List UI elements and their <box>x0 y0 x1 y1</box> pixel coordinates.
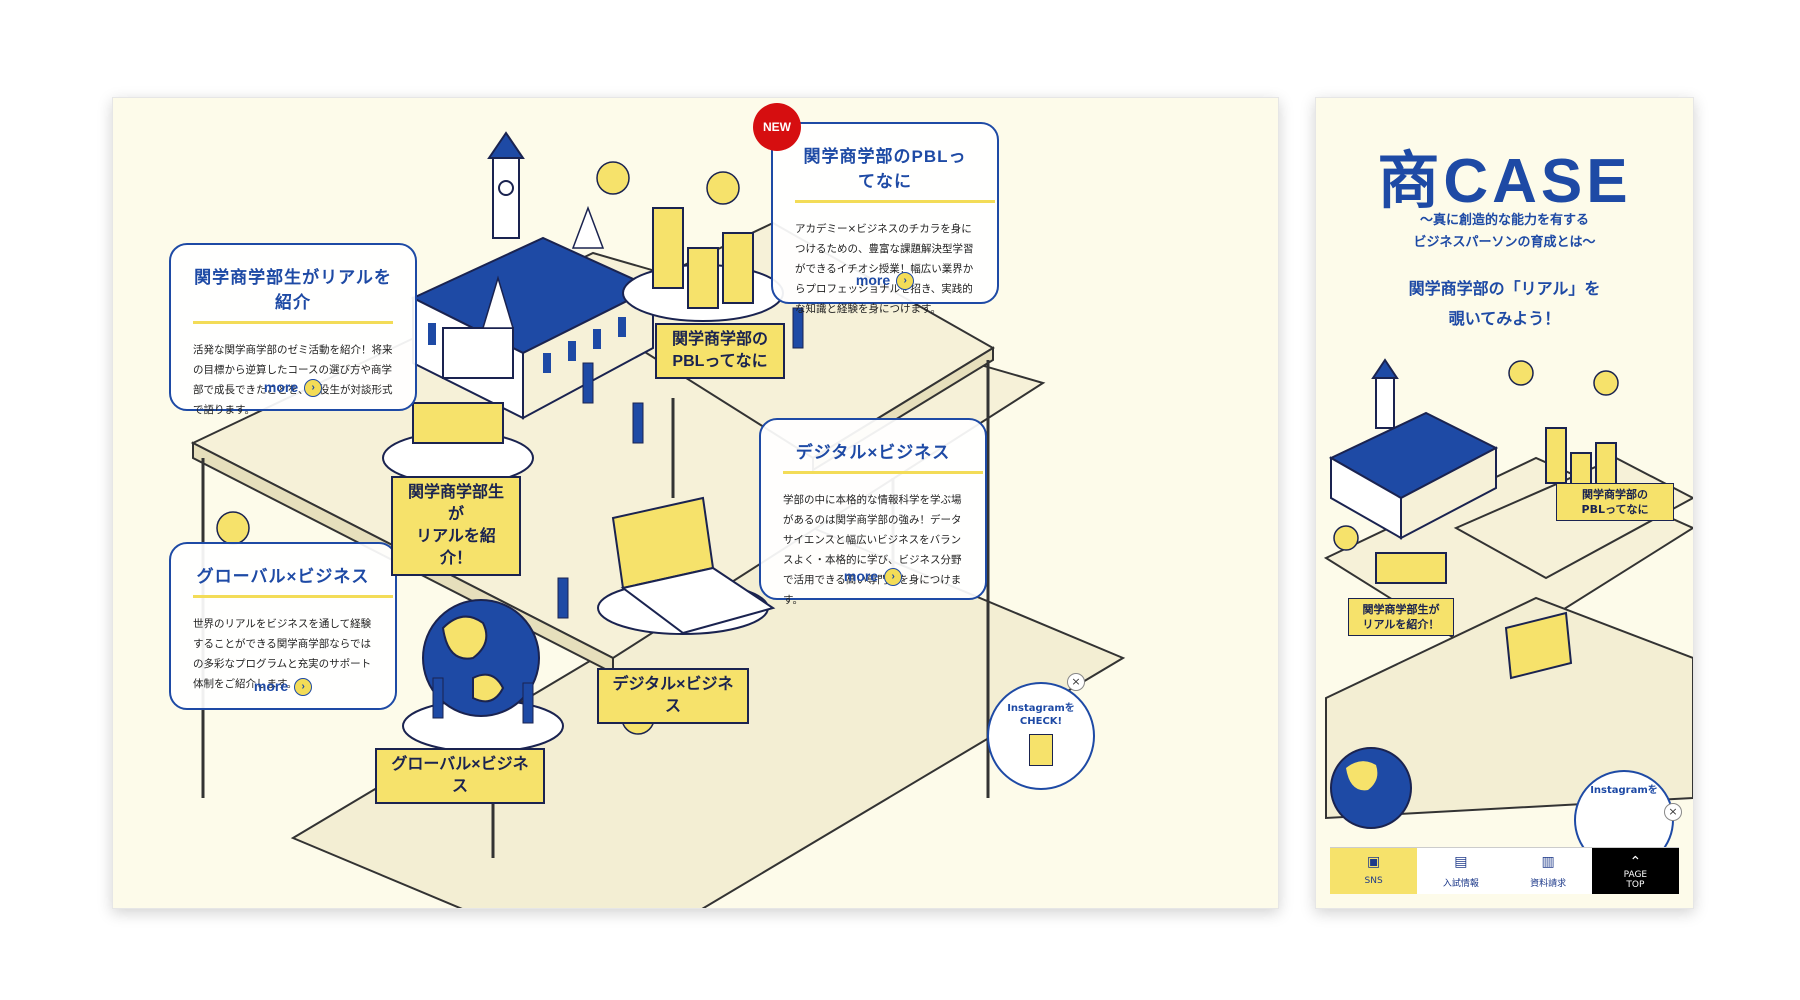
pbl-letters <box>622 207 784 322</box>
card-global-title: グローバル×ビジネス <box>196 567 370 586</box>
card-real[interactable]: 関学商学部生がリアルを紹介 活発な関学商学部のゼミ活動を紹介！将来の目標から逆算… <box>169 243 417 416</box>
card-pbl-more-link[interactable]: more › <box>773 272 997 290</box>
card-pbl-underline <box>795 200 995 203</box>
card-global-underline <box>193 595 393 598</box>
more-label: more <box>263 378 299 395</box>
tag-real[interactable]: 関学商学部生が リアルを紹介！ <box>391 476 521 576</box>
nav-page-top-label: PAGE TOP <box>1623 870 1648 890</box>
nav-exam-info-label: 入試情報 <box>1442 879 1479 889</box>
new-badge: NEW <box>753 103 801 151</box>
card-digital-body: 学部の中に本格的な情報科学を学ぶ場があるのは関学商学部の強み！データサイエンスと… <box>783 494 962 606</box>
tag-global[interactable]: グローバル×ビジネス <box>375 748 545 804</box>
nav-page-top[interactable]: ⌃ PAGE TOP <box>1591 848 1679 894</box>
tag-pbl[interactable]: 関学商学部の PBLってなに <box>655 323 785 379</box>
more-label: more <box>855 271 891 288</box>
arrow-right-icon: › <box>884 568 903 586</box>
seminar-table <box>382 327 534 485</box>
campus-illustration <box>190 131 1126 908</box>
site-subtitle: 〜真に創造的な能力を有する ビジネスパーソンの育成とは〜 <box>1413 213 1596 250</box>
nav-document-request[interactable]: ▥ 資料請求 <box>1505 848 1592 894</box>
bottom-nav: ▣ SNS ▤ 入試情報 ▥ 資料請求 ⌃ PAGE TOP <box>1330 847 1679 894</box>
card-digital-title: デジタル×ビジネス <box>795 443 951 462</box>
mobile-tag-pbl[interactable]: 関学商学部の PBLってなに <box>1556 483 1674 521</box>
card-real-body: 活発な関学商学部のゼミ活動を紹介！将来の目標から逆算したコースの選び方や商学部で… <box>193 344 393 416</box>
card-real-underline <box>193 321 393 324</box>
card-global-body: 世界のリアルをビジネスを通して経験することができる関学商学部ならではの多彩なプロ… <box>193 618 372 690</box>
more-label: more <box>843 567 879 584</box>
phone-icon <box>1029 734 1053 766</box>
card-global[interactable]: グローバル×ビジネス 世界のリアルをビジネスを通して経験することができる関学商学… <box>169 542 397 710</box>
card-digital-underline <box>783 471 983 474</box>
more-label: more <box>253 677 289 694</box>
arrow-right-icon: › <box>304 379 323 397</box>
card-real-title: 関学商学部生がリアルを紹介 <box>194 268 392 312</box>
mobile-preview: 商CASE 〜真に創造的な能力を有する ビジネスパーソンの育成とは〜 関学商学部… <box>1315 97 1694 909</box>
card-pbl[interactable]: 関学商学部のPBLってなに アカデミー×ビジネスのチカラを身につけるための、豊富… <box>771 122 999 315</box>
nav-sns[interactable]: ▣ SNS <box>1330 848 1418 894</box>
instagram-label: Instagramを CHECK! <box>1007 703 1075 727</box>
lead-text: 関学商学部の「リアル」を 覗いてみよう！ <box>1408 279 1601 328</box>
mobile-close-icon[interactable]: × <box>1664 803 1682 821</box>
nav-exam-info[interactable]: ▤ 入試情報 <box>1417 848 1504 894</box>
card-global-more-link[interactable]: more › <box>171 678 395 696</box>
card-digital-more-link[interactable]: more › <box>761 568 985 586</box>
desktop-preview: 関学商学部のPBLってなに アカデミー×ビジネスのチカラを身につけるための、豊富… <box>112 97 1279 909</box>
document-request-icon: ▥ <box>1541 854 1555 870</box>
arrow-right-icon: › <box>896 272 915 290</box>
laptop-screen <box>597 496 776 635</box>
site-title: 商CASE <box>1377 147 1632 216</box>
card-digital[interactable]: デジタル×ビジネス 学部の中に本格的な情報科学を学ぶ場があるのは関学商学部の強み… <box>759 418 987 606</box>
close-icon[interactable]: × <box>1067 673 1085 691</box>
nav-sns-label: SNS <box>1364 876 1383 886</box>
tag-digital[interactable]: デジタル×ビジネス <box>597 668 749 724</box>
instagram-check-button[interactable]: Instagramを CHECK! <box>987 682 1095 790</box>
exam-info-icon: ▤ <box>1454 854 1468 870</box>
card-pbl-body: アカデミー×ビジネスのチカラを身につけるための、豊富な課題解決型学習ができるイチ… <box>795 223 974 315</box>
card-real-more-link[interactable]: more › <box>171 379 415 397</box>
nav-document-request-label: 資料請求 <box>1530 879 1567 889</box>
arrow-up-icon: ⌃ <box>1629 854 1642 870</box>
mobile-tag-real[interactable]: 関学商学部生が リアルを紹介！ <box>1348 598 1454 636</box>
campus-illustration-mobile <box>1323 358 1693 829</box>
card-pbl-title: 関学商学部のPBLってなに <box>803 147 967 191</box>
arrow-right-icon: › <box>294 678 313 696</box>
mobile-instagram-label: Instagramを <box>1590 785 1658 796</box>
sns-icon: ▣ <box>1367 854 1381 870</box>
